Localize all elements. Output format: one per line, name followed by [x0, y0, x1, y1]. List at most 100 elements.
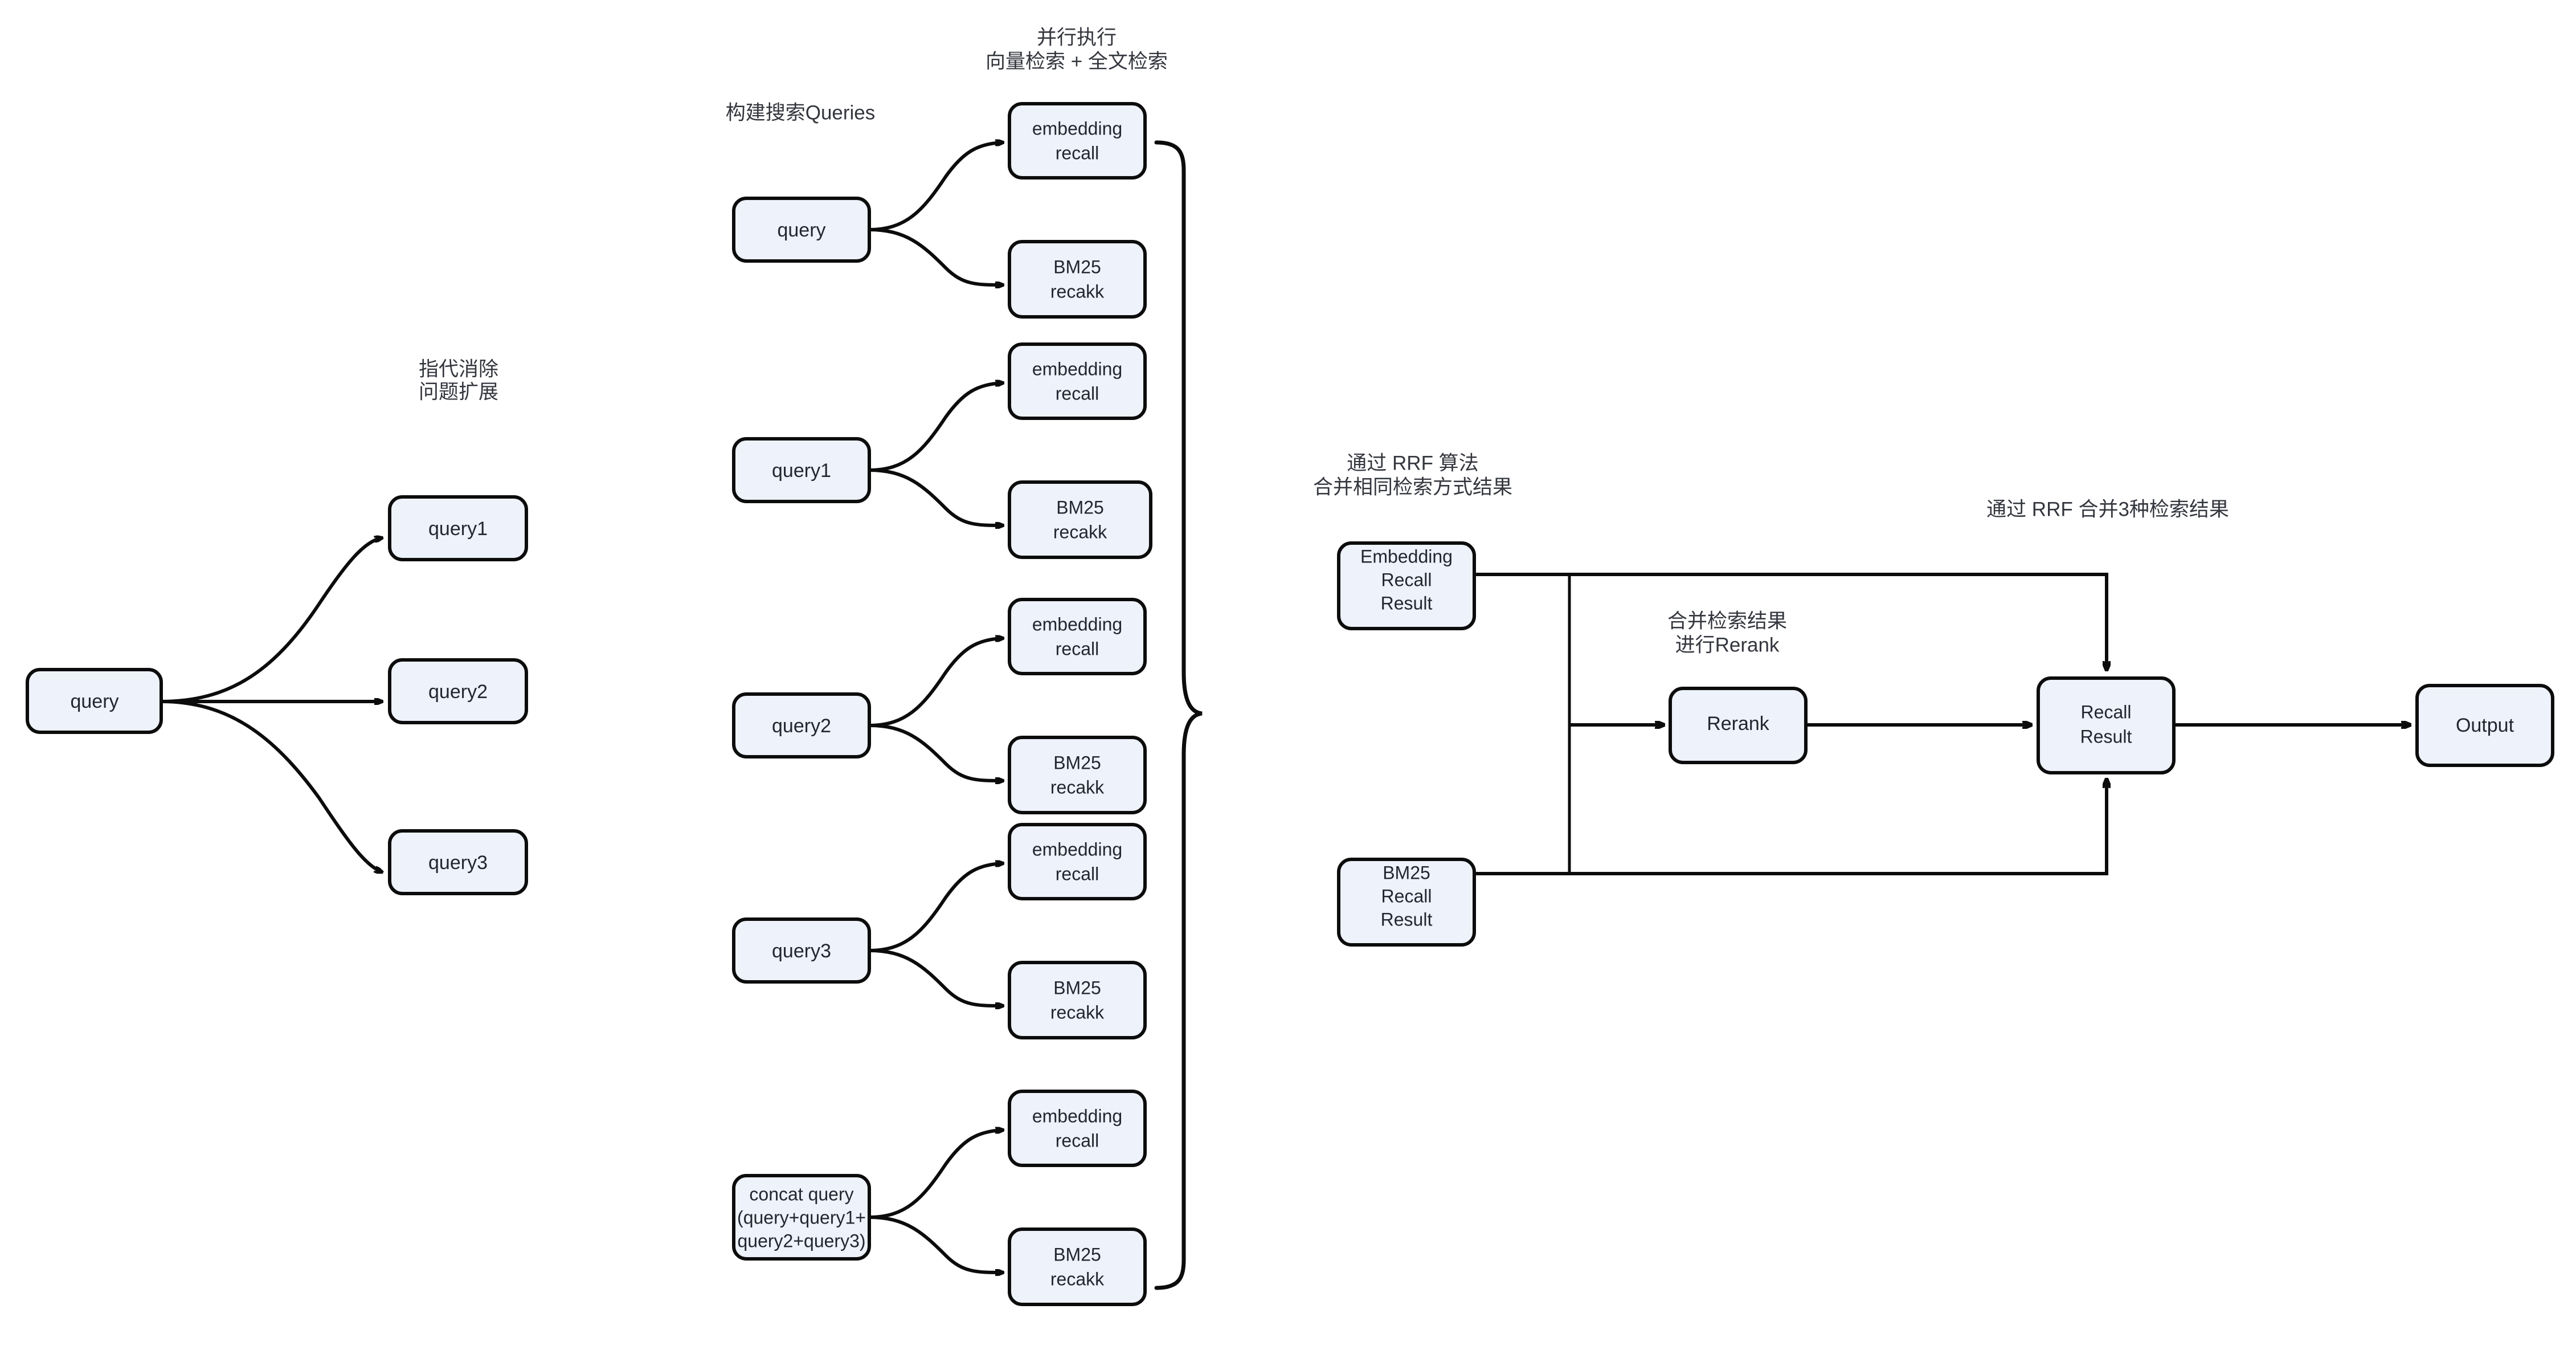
node-bm25-recall-4-rect[interactable]	[1008, 1227, 1147, 1306]
annotation-merge-rerank-line2: 进行Rerank	[1675, 634, 1780, 656]
node-query2-rect[interactable]	[388, 658, 528, 724]
node-embedding-recall-0[interactable]: embedding recall	[1008, 102, 1147, 180]
node-embedding-recall-0-label-line2: recall	[1056, 142, 1099, 163]
node-bm25-recall-1-label-line1: BM25	[1056, 497, 1104, 517]
node-stage2-source-concat-label-line3: query2+query3)	[737, 1230, 865, 1251]
node-bm25-recall-1-rect[interactable]	[1008, 480, 1152, 559]
stage1-group: 指代消除 问题扩展 query query1 query2 qu	[26, 358, 528, 895]
node-bm25-recall-0-label-line2: recakk	[1050, 281, 1105, 301]
node-stage2-source-concat[interactable]: concat query (query+query1+ query2+query…	[732, 1174, 871, 1261]
stage2-group: 构建搜索Queries 并行执行 向量检索 + 全文检索 query embed…	[726, 26, 1203, 1306]
node-bm25-recall-4-label-line2: recakk	[1050, 1269, 1105, 1289]
node-embedding-recall-result-line3: Result	[1381, 593, 1433, 613]
annotation-merge-rerank-line1: 合并检索结果	[1667, 610, 1787, 632]
node-rerank[interactable]: Rerank	[1669, 687, 1808, 764]
node-output-rect[interactable]	[2415, 684, 2554, 767]
node-embedding-recall-4-rect[interactable]	[1008, 1090, 1147, 1167]
node-embedding-recall-3-label-line2: recall	[1056, 863, 1099, 884]
edge-query-to-embedding-0	[869, 142, 1003, 231]
node-embedding-recall-4[interactable]: embedding recall	[1008, 1090, 1147, 1167]
node-stage2-source-query[interactable]: query	[732, 197, 871, 263]
node-embedding-recall-1-label-line2: recall	[1056, 383, 1099, 403]
node-bm25-recall-2[interactable]: BM25 recakk	[1008, 736, 1147, 814]
node-query-source[interactable]: query	[26, 668, 163, 734]
node-recall-result-rect[interactable]	[2037, 676, 2176, 774]
node-query3-rect[interactable]	[388, 829, 528, 895]
annotation-rrf-same-method-line1: 通过 RRF 算法	[1347, 452, 1478, 474]
node-embedding-recall-3-rect[interactable]	[1008, 823, 1147, 900]
node-embedding-recall-2-rect[interactable]	[1008, 598, 1147, 675]
node-stage2-source-query3-label: query3	[772, 940, 831, 962]
annotation-query-rewrite-line1: 指代消除	[419, 358, 498, 380]
node-bm25-recall-2-rect[interactable]	[1008, 736, 1147, 814]
node-bm25-recall-1-label-line2: recakk	[1053, 521, 1107, 542]
node-query3-label: query3	[428, 852, 488, 874]
node-bm25-recall-3[interactable]: BM25 recakk	[1008, 961, 1147, 1039]
node-stage2-source-concat-label-line2: (query+query1+	[737, 1207, 866, 1227]
node-embedding-recall-4-label-line1: embedding	[1032, 1106, 1122, 1126]
node-recall-result-line1: Recall	[2081, 702, 2132, 722]
annotation-rrf-three-results: 通过 RRF 合并3种检索结果	[1986, 498, 2229, 520]
node-embedding-recall-0-rect[interactable]	[1008, 102, 1147, 180]
node-embedding-recall-result-line2: Recall	[1381, 569, 1432, 590]
node-embedding-recall-1-rect[interactable]	[1008, 342, 1147, 420]
node-embedding-recall-2[interactable]: embedding recall	[1008, 598, 1147, 675]
node-embedding-recall-0-label-line1: embedding	[1032, 118, 1122, 138]
node-bm25-recall-result-line3: Result	[1381, 909, 1433, 929]
edge-query2-to-embedding	[869, 638, 1003, 727]
node-embedding-recall-2-label-line2: recall	[1056, 638, 1099, 659]
edge-query-to-query3	[161, 700, 382, 872]
node-embedding-recall-4-label-line2: recall	[1056, 1130, 1099, 1151]
node-bm25-recall-0-label-line1: BM25	[1053, 256, 1101, 277]
annotation-query-rewrite-line2: 问题扩展	[419, 381, 498, 403]
node-bm25-recall-4[interactable]: BM25 recakk	[1008, 1227, 1147, 1306]
edge-query-to-query1	[161, 538, 382, 703]
node-query1[interactable]: query1	[388, 495, 528, 561]
node-query2-label: query2	[428, 681, 488, 703]
node-bm25-recall-3-label-line2: recakk	[1050, 1002, 1105, 1022]
edge-query1-to-embedding	[869, 383, 1003, 472]
node-bm25-recall-result[interactable]: BM25 Recall Result	[1337, 858, 1476, 947]
node-bm25-recall-2-label-line2: recakk	[1050, 777, 1105, 797]
annotation-parallel-exec-line1: 并行执行	[1037, 26, 1117, 48]
node-bm25-recall-0-rect[interactable]	[1008, 240, 1147, 319]
node-bm25-recall-4-label-line1: BM25	[1053, 1244, 1101, 1265]
node-output-label: Output	[2456, 715, 2514, 736]
edge-query3-to-bm25	[869, 949, 1003, 1006]
node-embedding-recall-result-rect[interactable]	[1337, 541, 1476, 630]
node-bm25-recall-result-rect[interactable]	[1337, 858, 1476, 947]
annotation-build-queries: 构建搜索Queries	[726, 101, 876, 124]
edge-query3-to-embedding	[869, 863, 1003, 952]
edge-concat-to-bm25	[869, 1216, 1003, 1273]
stage3-group: 通过 RRF 算法 合并相同检索方式结果 合并检索结果 进行Rerank 通过 …	[1313, 452, 2554, 947]
stage2-group-query1: query1 embedding recall BM25 recakk	[732, 342, 1152, 559]
node-stage2-source-query1[interactable]: query1	[732, 437, 871, 503]
node-output[interactable]: Output	[2415, 684, 2554, 767]
node-bm25-recall-3-label-line1: BM25	[1053, 977, 1101, 998]
node-bm25-recall-0[interactable]: BM25 recakk	[1008, 240, 1147, 319]
node-recall-result-line2: Result	[2080, 726, 2132, 747]
node-bm25-recall-3-rect[interactable]	[1008, 961, 1147, 1039]
edge-concat-to-embedding	[869, 1130, 1003, 1219]
stage2-group-query: query embedding recall BM25 recakk	[732, 102, 1147, 319]
node-query1-rect[interactable]	[388, 495, 528, 561]
edge-query1-to-bm25	[869, 468, 1003, 525]
node-stage2-source-query3[interactable]: query3	[732, 917, 871, 984]
node-embedding-recall-1[interactable]: embedding recall	[1008, 342, 1147, 420]
node-bm25-recall-1[interactable]: BM25 recakk	[1008, 480, 1152, 559]
node-recall-result[interactable]: Recall Result	[2037, 676, 2176, 774]
node-embedding-recall-result[interactable]: Embedding Recall Result	[1337, 541, 1476, 630]
node-bm25-recall-result-line1: BM25	[1383, 862, 1430, 883]
node-stage2-source-query1-label: query1	[772, 460, 831, 482]
edge-embedding-result-to-recall-result	[1474, 573, 2107, 670]
node-query3[interactable]: query3	[388, 829, 528, 895]
edge-bm25-result-to-recall-result	[1474, 780, 2107, 875]
node-bm25-recall-2-label-line1: BM25	[1053, 752, 1101, 773]
node-query2[interactable]: query2	[388, 658, 528, 724]
node-rerank-label: Rerank	[1707, 713, 1770, 735]
node-stage2-source-query2[interactable]: query2	[732, 692, 871, 758]
node-embedding-recall-3[interactable]: embedding recall	[1008, 823, 1147, 900]
node-stage2-source-query2-label: query2	[772, 715, 831, 737]
